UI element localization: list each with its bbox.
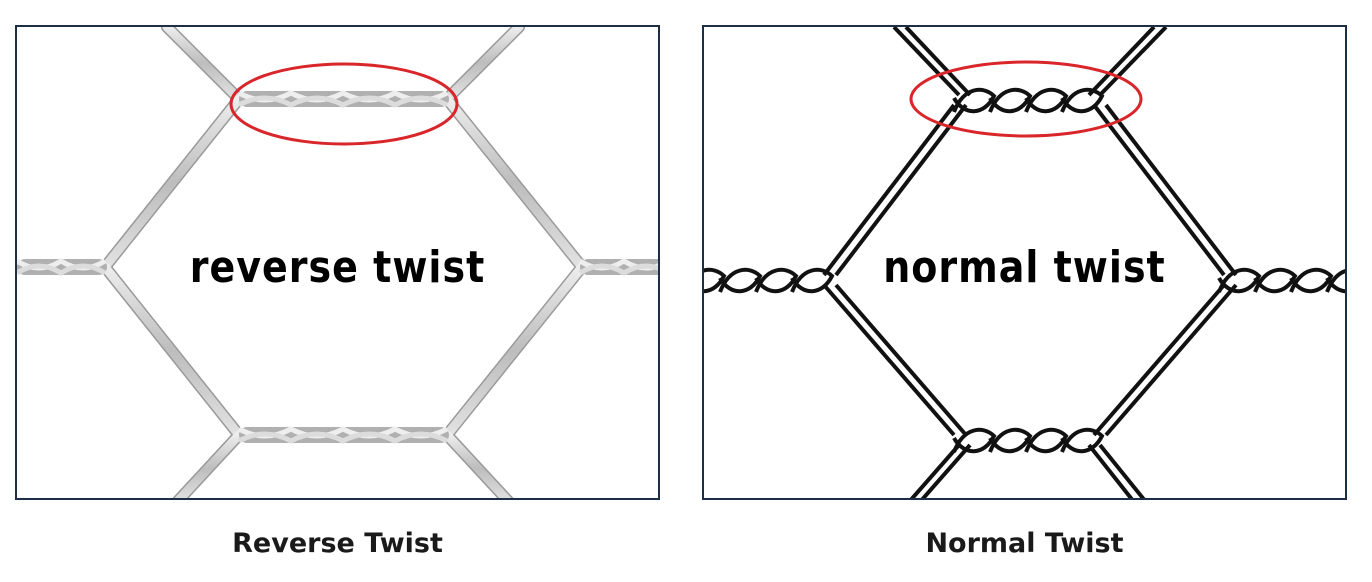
caption-normal-twist: Normal Twist bbox=[925, 528, 1124, 559]
twist-coils-bottom bbox=[952, 427, 1105, 454]
reverse-twist-panel: reverse twist bbox=[15, 25, 660, 500]
twist-braid-left bbox=[17, 258, 107, 276]
highlight-ellipse bbox=[909, 60, 1143, 138]
twist-braid-right bbox=[578, 258, 658, 276]
twist-coils-top bbox=[952, 87, 1105, 114]
normal-twist-mesh-diagram bbox=[704, 27, 1345, 498]
reverse-twist-mesh-diagram bbox=[17, 27, 658, 498]
silver-wire-strands bbox=[99, 27, 588, 498]
black-wire-strands bbox=[822, 27, 1238, 498]
normal-twist-panel: normal twist bbox=[702, 25, 1347, 500]
twist-braid-top bbox=[237, 90, 449, 108]
inner-label-normal-twist: normal twist bbox=[883, 241, 1166, 293]
highlight-ellipse bbox=[229, 62, 459, 146]
inner-label-reverse-twist: reverse twist bbox=[189, 241, 486, 293]
caption-reverse-twist: Reverse Twist bbox=[232, 528, 443, 559]
twist-coils-left bbox=[704, 267, 835, 294]
twist-coils-right bbox=[1217, 267, 1345, 294]
twist-braid-bottom bbox=[237, 426, 449, 444]
